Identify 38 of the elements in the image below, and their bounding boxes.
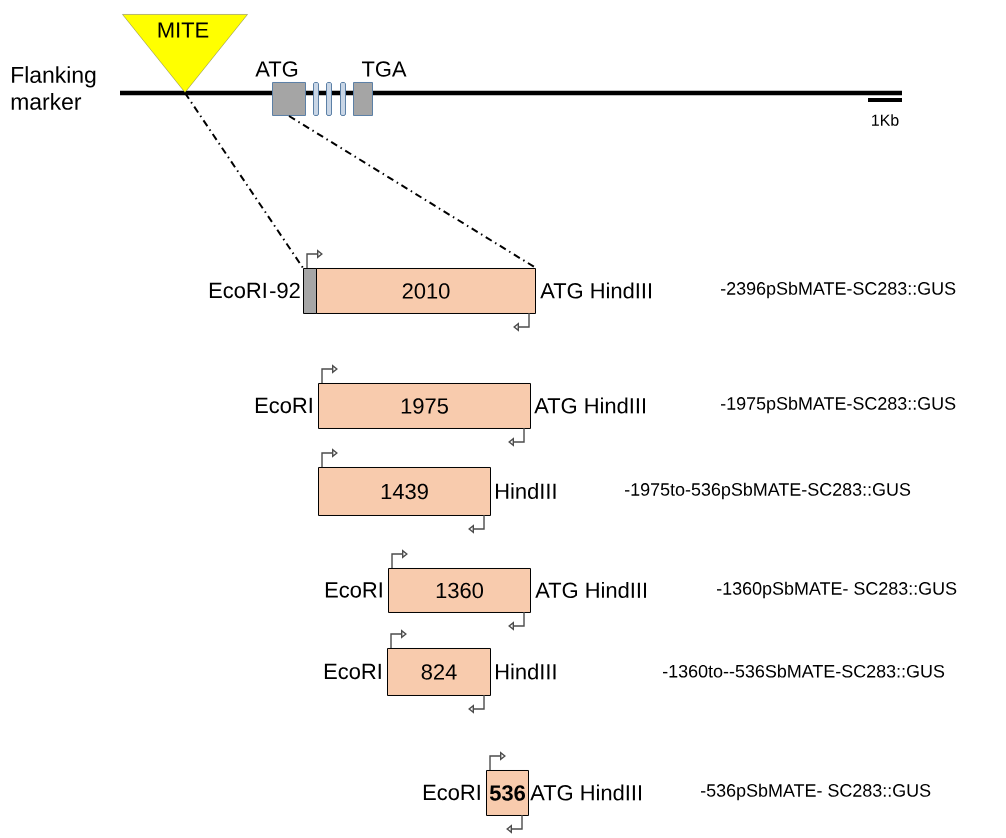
triangle-label: MITE xyxy=(158,22,209,38)
construct-name: -1360to--536SbMATE-SC283::GUS xyxy=(663,664,945,678)
site-label: EcoRI xyxy=(324,663,381,680)
construct-name: -2396pSbMATE-SC283::GUS xyxy=(721,281,956,299)
site-label: EcoRI xyxy=(325,582,382,598)
codon-label: TGA xyxy=(362,61,407,77)
mite-triangle xyxy=(122,14,248,93)
exon-bar xyxy=(326,82,332,116)
scale-label: 1Kb xyxy=(872,114,899,126)
promoter-box: 2010 xyxy=(316,268,536,314)
exon-bar xyxy=(340,82,346,116)
site-label: ATG HindIII xyxy=(540,282,652,299)
projection-line xyxy=(288,115,537,269)
spacer-box xyxy=(303,268,317,314)
site-label: EcoRI xyxy=(423,784,480,801)
site-label: HindIII xyxy=(496,482,556,500)
site-label: ATG HindIII xyxy=(534,397,646,414)
site-label: HindIII xyxy=(496,663,556,680)
promoter-box: 824 xyxy=(387,648,491,696)
construct-name: -1975pSbMATE-SC283::GUS xyxy=(721,396,956,414)
construct-name: -1975to-536pSbMATE-SC283::GUS xyxy=(625,482,911,500)
site-label: ATG HindIII xyxy=(530,784,642,801)
exon-box xyxy=(272,82,306,116)
site-label: -92 xyxy=(270,282,300,299)
projection-line xyxy=(184,92,304,269)
exon-box xyxy=(353,82,373,116)
codon-label: ATG xyxy=(255,61,298,77)
site-label: EcoRI xyxy=(255,397,312,414)
flanking-marker-label: Flanking marker xyxy=(11,66,96,110)
construct-name: -1360pSbMATE- SC283::GUS xyxy=(717,581,957,599)
exon-bar xyxy=(313,82,319,116)
site-label: ATG HindIII xyxy=(535,581,647,599)
promoter-box: 536 xyxy=(486,770,529,816)
promoter-box: 1360 xyxy=(388,568,531,613)
construct-name: -536pSbMATE- SC283::GUS xyxy=(701,783,931,801)
promoter-box: 1439 xyxy=(318,467,491,516)
promoter-box: 1975 xyxy=(318,383,531,429)
site-label: EcoRI xyxy=(209,282,266,299)
